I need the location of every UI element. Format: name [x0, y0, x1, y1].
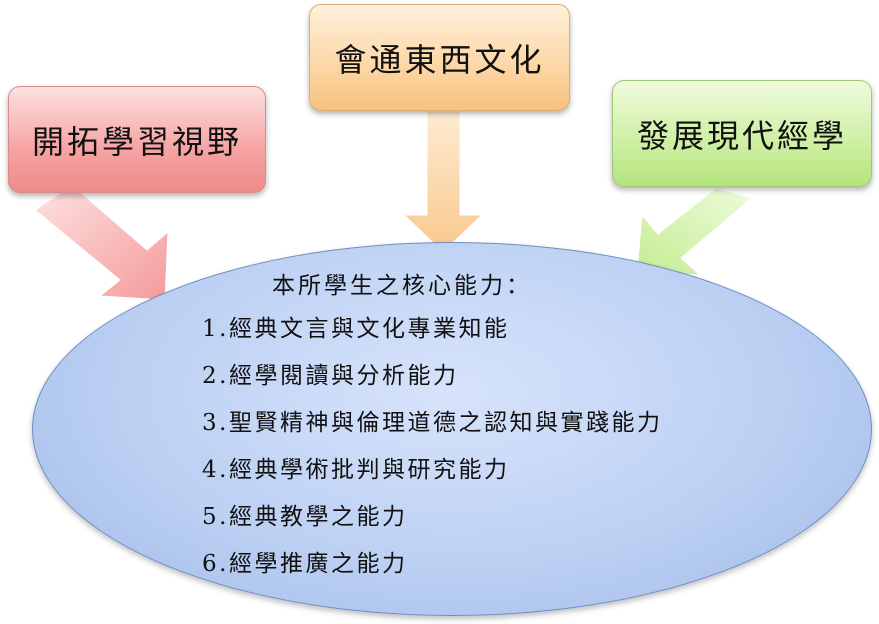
source-box-center: 會通東西文化 — [309, 4, 570, 111]
list-item: 3.聖賢精神與倫理道德之認知與實踐能力 — [202, 410, 663, 436]
list-item: 2.經學閱讀與分析能力 — [202, 363, 459, 389]
source-box-right: 發展現代經學 — [612, 80, 872, 187]
core-competency-list: 1.經典文言與文化專業知能 2.經學閱讀與分析能力 3.聖賢精神與倫理道德之認知… — [202, 306, 662, 588]
source-box-left: 開拓學習視野 — [8, 86, 266, 193]
list-item: 4.經典學術批判與研究能力 — [202, 457, 510, 483]
arrow-left — [34, 184, 169, 301]
list-item: 5.經典教學之能力 — [202, 504, 408, 530]
source-box-left-label: 開拓學習視野 — [31, 122, 242, 161]
core-heading: 本所學生之核心能力： — [272, 273, 532, 299]
core-competency-ellipse — [32, 242, 872, 616]
source-box-center-label: 會通東西文化 — [334, 40, 545, 79]
list-item: 1.經典文言與文化專業知能 — [202, 316, 510, 342]
source-box-right-label: 發展現代經學 — [636, 116, 847, 155]
list-item: 6.經學推廣之能力 — [202, 551, 408, 577]
arrow-center — [402, 110, 484, 253]
arrow-right — [636, 187, 754, 276]
